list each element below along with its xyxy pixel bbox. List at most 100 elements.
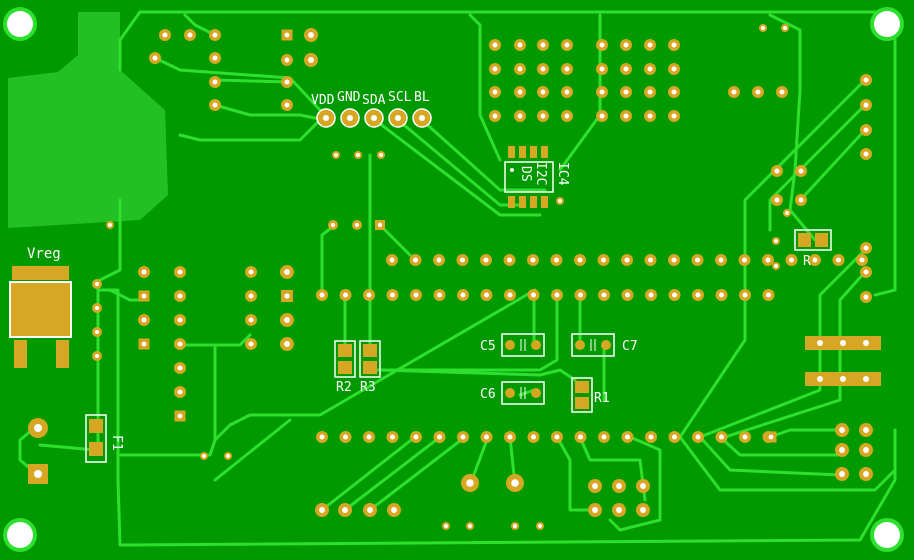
drill-hole bbox=[460, 434, 466, 440]
drill-hole bbox=[330, 222, 336, 228]
drill-hole bbox=[599, 113, 605, 119]
strip-pads bbox=[805, 336, 881, 386]
drill-hole bbox=[779, 89, 785, 95]
drill-hole bbox=[671, 257, 677, 263]
drill-hole bbox=[624, 292, 631, 298]
drill-hole bbox=[839, 427, 845, 433]
drill-hole bbox=[863, 269, 869, 275]
drill-hole bbox=[436, 434, 443, 440]
drill-hole bbox=[812, 257, 818, 263]
drill-hole bbox=[177, 269, 183, 275]
drill-hole bbox=[755, 89, 761, 95]
drill-hole bbox=[141, 341, 147, 347]
drill-hole bbox=[141, 269, 147, 275]
drill-hole bbox=[577, 292, 584, 298]
drill-hole bbox=[554, 434, 560, 440]
drill-hole bbox=[342, 434, 349, 440]
drill-hole bbox=[391, 507, 397, 513]
drill-hole bbox=[640, 483, 646, 489]
drill-hole bbox=[765, 292, 772, 298]
drill-hole bbox=[599, 66, 605, 72]
drill-hole bbox=[835, 257, 842, 263]
drill-hole bbox=[624, 257, 630, 263]
drill-hole bbox=[177, 317, 183, 323]
drill-hole bbox=[506, 257, 513, 263]
drill-hole bbox=[367, 507, 373, 513]
drill-hole bbox=[863, 102, 869, 108]
drill-hole bbox=[839, 447, 845, 453]
drill-hole bbox=[640, 507, 646, 513]
drill-hole bbox=[863, 151, 869, 157]
cap-c6: C6 bbox=[480, 381, 545, 405]
drill-hole bbox=[553, 257, 560, 263]
drill-hole bbox=[284, 102, 290, 108]
drill-hole bbox=[177, 365, 183, 371]
drill-hole bbox=[863, 427, 869, 433]
label-r3: R3 bbox=[360, 380, 376, 395]
drill-hole bbox=[601, 434, 607, 440]
drill-hole bbox=[511, 479, 519, 487]
drill-hole bbox=[389, 292, 396, 298]
fuse-f1: F1 bbox=[85, 414, 124, 463]
drill-hole bbox=[695, 292, 701, 298]
drill-hole bbox=[492, 113, 498, 119]
drill-hole bbox=[248, 317, 254, 323]
drill-hole bbox=[492, 89, 498, 95]
label-r1: R1 bbox=[594, 391, 610, 406]
drill-hole bbox=[460, 292, 466, 298]
drill-hole bbox=[731, 89, 737, 95]
drill-hole bbox=[742, 434, 748, 440]
drill-hole bbox=[671, 434, 678, 440]
drill-hole bbox=[647, 66, 653, 72]
drill-hole bbox=[334, 153, 338, 157]
drill-hole bbox=[202, 454, 206, 458]
drill-hole bbox=[592, 483, 598, 489]
drill-hole bbox=[671, 66, 677, 72]
drill-hole bbox=[564, 89, 570, 95]
label-vreg: Vreg bbox=[27, 246, 61, 262]
drill-hole bbox=[284, 293, 290, 299]
drill-hole bbox=[783, 26, 787, 30]
drill-hole bbox=[284, 57, 290, 63]
drill-hole bbox=[564, 113, 570, 119]
drill-hole bbox=[187, 32, 193, 38]
drill-hole bbox=[577, 434, 584, 440]
res-r2: R2 bbox=[334, 340, 356, 395]
drill-hole bbox=[459, 257, 466, 263]
drill-hole bbox=[616, 483, 622, 489]
label-c6: C6 bbox=[480, 387, 496, 402]
drill-hole bbox=[623, 113, 629, 119]
drill-hole bbox=[600, 257, 607, 263]
drill-hole bbox=[141, 293, 147, 299]
drill-hole bbox=[788, 257, 795, 263]
drill-hole bbox=[599, 42, 605, 48]
drill-hole bbox=[765, 257, 771, 263]
drill-hole bbox=[774, 264, 778, 268]
drill-hole bbox=[379, 153, 383, 157]
label-gnd: GND bbox=[337, 90, 361, 105]
drill-hole bbox=[774, 197, 780, 203]
cap-c5: C5 bbox=[480, 333, 545, 357]
drill-hole bbox=[319, 507, 325, 513]
drill-hole bbox=[863, 127, 869, 133]
drill-hole bbox=[94, 305, 100, 311]
drill-hole bbox=[517, 89, 523, 95]
drill-hole bbox=[863, 294, 869, 300]
drill-hole bbox=[863, 77, 869, 83]
drill-hole bbox=[530, 292, 537, 298]
drill-hole bbox=[444, 524, 448, 528]
drill-hole bbox=[248, 293, 254, 299]
drill-hole bbox=[507, 434, 513, 440]
drill-hole bbox=[530, 434, 537, 440]
drill-hole bbox=[94, 353, 100, 359]
pad-layer bbox=[92, 24, 873, 530]
label-ds: DS bbox=[518, 166, 533, 182]
drill-hole bbox=[284, 317, 290, 323]
drill-hole bbox=[564, 66, 570, 72]
drill-hole bbox=[694, 257, 701, 263]
drill-hole bbox=[564, 42, 570, 48]
drill-hole bbox=[768, 434, 774, 440]
drill-hole bbox=[507, 292, 513, 298]
drill-hole bbox=[554, 292, 560, 298]
ic4: IC4 I2C DS bbox=[504, 146, 570, 208]
